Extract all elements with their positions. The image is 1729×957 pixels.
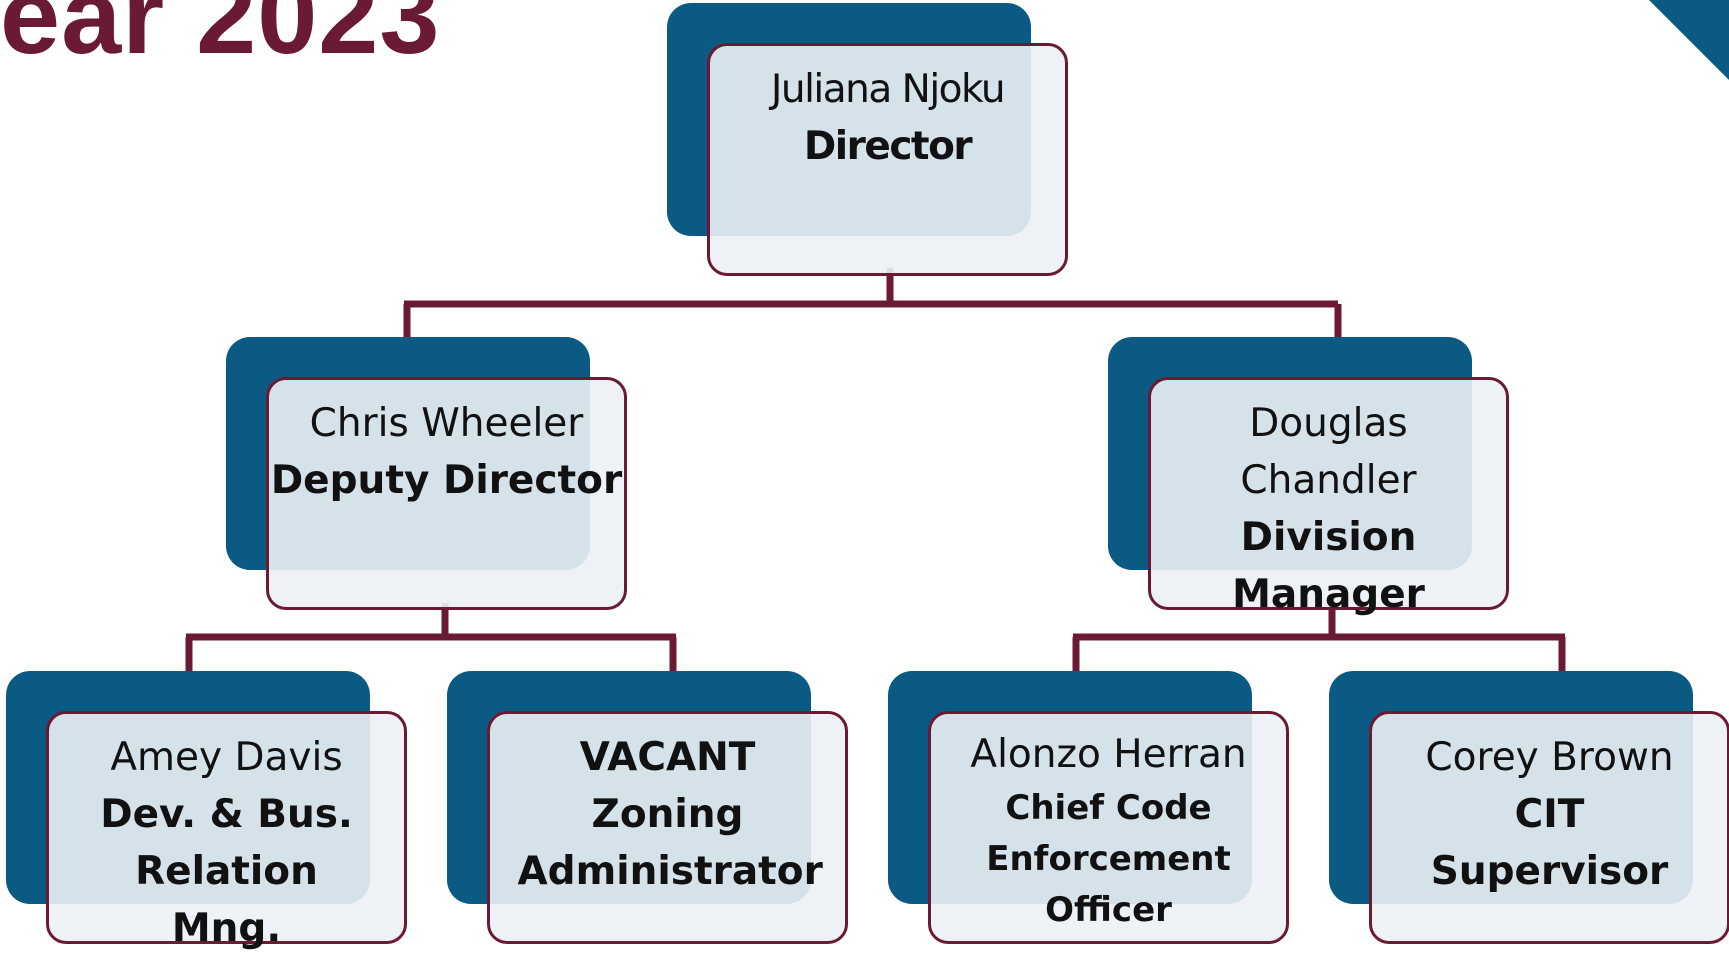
brown-role: CIT Supervisor <box>1430 792 1669 894</box>
card-davis: Amey Davis Dev. & Bus. Relation Mng. <box>46 711 407 951</box>
brown-name: Corey Brown <box>1425 735 1674 780</box>
card-herran: Alonzo Herran Chief Code Enforcement Off… <box>928 711 1289 944</box>
card-brown: Corey Brown CIT Supervisor <box>1369 711 1729 944</box>
node-davis: Amey Davis Dev. & Bus. Relation Mng. <box>6 671 411 951</box>
node-brown: Corey Brown CIT Supervisor <box>1329 671 1729 948</box>
division-role: Division Manager <box>1232 515 1425 617</box>
vacant-role: Zoning Administrator <box>517 792 823 894</box>
davis-name: Amey Davis <box>110 735 343 780</box>
node-deputy: Chris Wheeler Deputy Director <box>226 337 631 614</box>
card-deputy: Chris Wheeler Deputy Director <box>266 377 627 610</box>
deputy-role: Deputy Director <box>270 458 623 503</box>
director-name: Juliana Njoku <box>770 67 1006 112</box>
node-vacant: VACANT Zoning Administrator <box>447 671 852 948</box>
vacant-name: VACANT <box>579 735 756 780</box>
card-vacant: VACANT Zoning Administrator <box>487 711 848 944</box>
herran-role: Chief Code Enforcement Officer <box>986 788 1231 930</box>
deputy-name: Chris Wheeler <box>309 401 584 446</box>
slide-title: ear 2023 <box>0 0 441 76</box>
card-division: Douglas Chandler Division Manager <box>1148 377 1509 617</box>
division-name: Douglas Chandler <box>1240 401 1417 503</box>
herran-name: Alonzo Herran <box>970 732 1247 777</box>
director-role: Director <box>803 124 973 169</box>
node-division: Douglas Chandler Division Manager <box>1108 337 1513 617</box>
node-herran: Alonzo Herran Chief Code Enforcement Off… <box>888 671 1293 948</box>
card-director: Juliana Njoku Director <box>707 43 1068 276</box>
davis-role: Dev. & Bus. Relation Mng. <box>100 792 353 951</box>
node-director: Juliana Njoku Director <box>667 3 1072 280</box>
